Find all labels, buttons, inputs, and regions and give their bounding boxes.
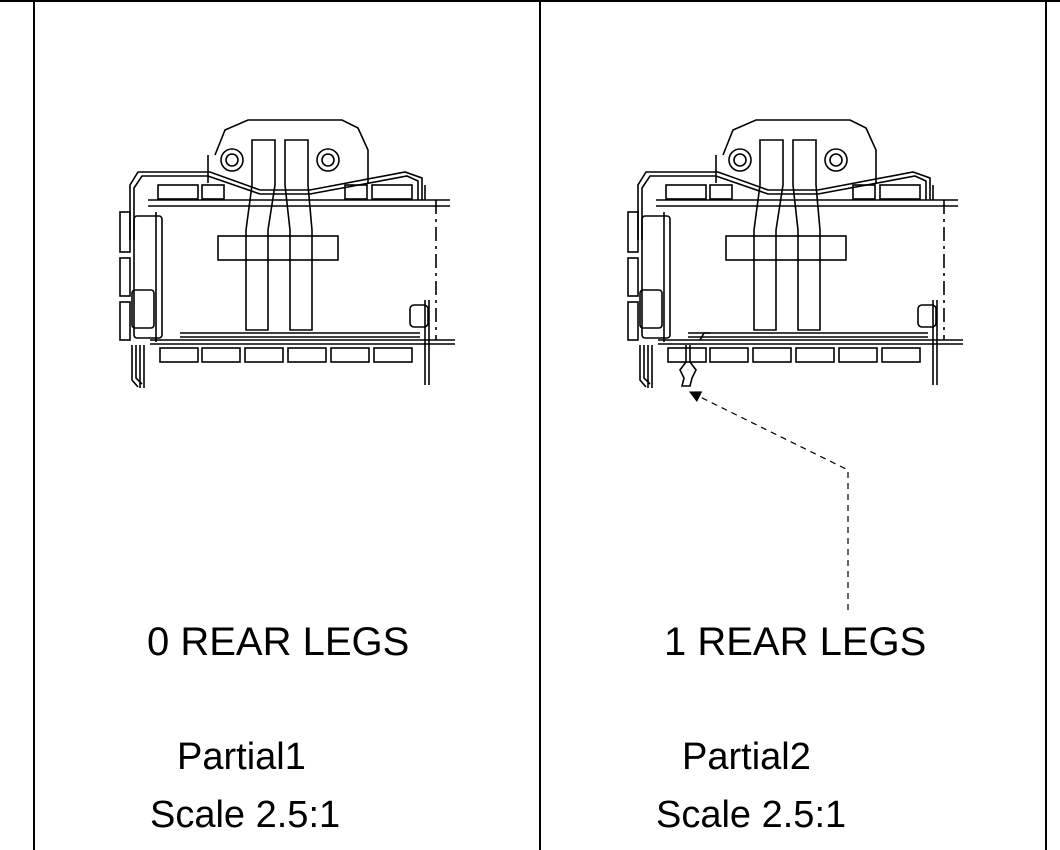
- partial2-connector-drawing: [627, 119, 964, 389]
- partial1-connector-drawing: [119, 119, 456, 389]
- partial1-scale-label: Scale 2.5:1: [150, 794, 341, 836]
- rear-leg: [679, 332, 710, 387]
- partial1-view-name: Partial1: [177, 736, 306, 778]
- partial2-view-name: Partial2: [682, 736, 811, 778]
- partial2-rear-legs-label: 1 REAR LEGS: [664, 620, 927, 664]
- partial1-rear-legs-label: 0 REAR LEGS: [147, 620, 410, 664]
- partial2-scale-label: Scale 2.5:1: [656, 794, 847, 836]
- rear-leg-callout-leader: [688, 391, 849, 610]
